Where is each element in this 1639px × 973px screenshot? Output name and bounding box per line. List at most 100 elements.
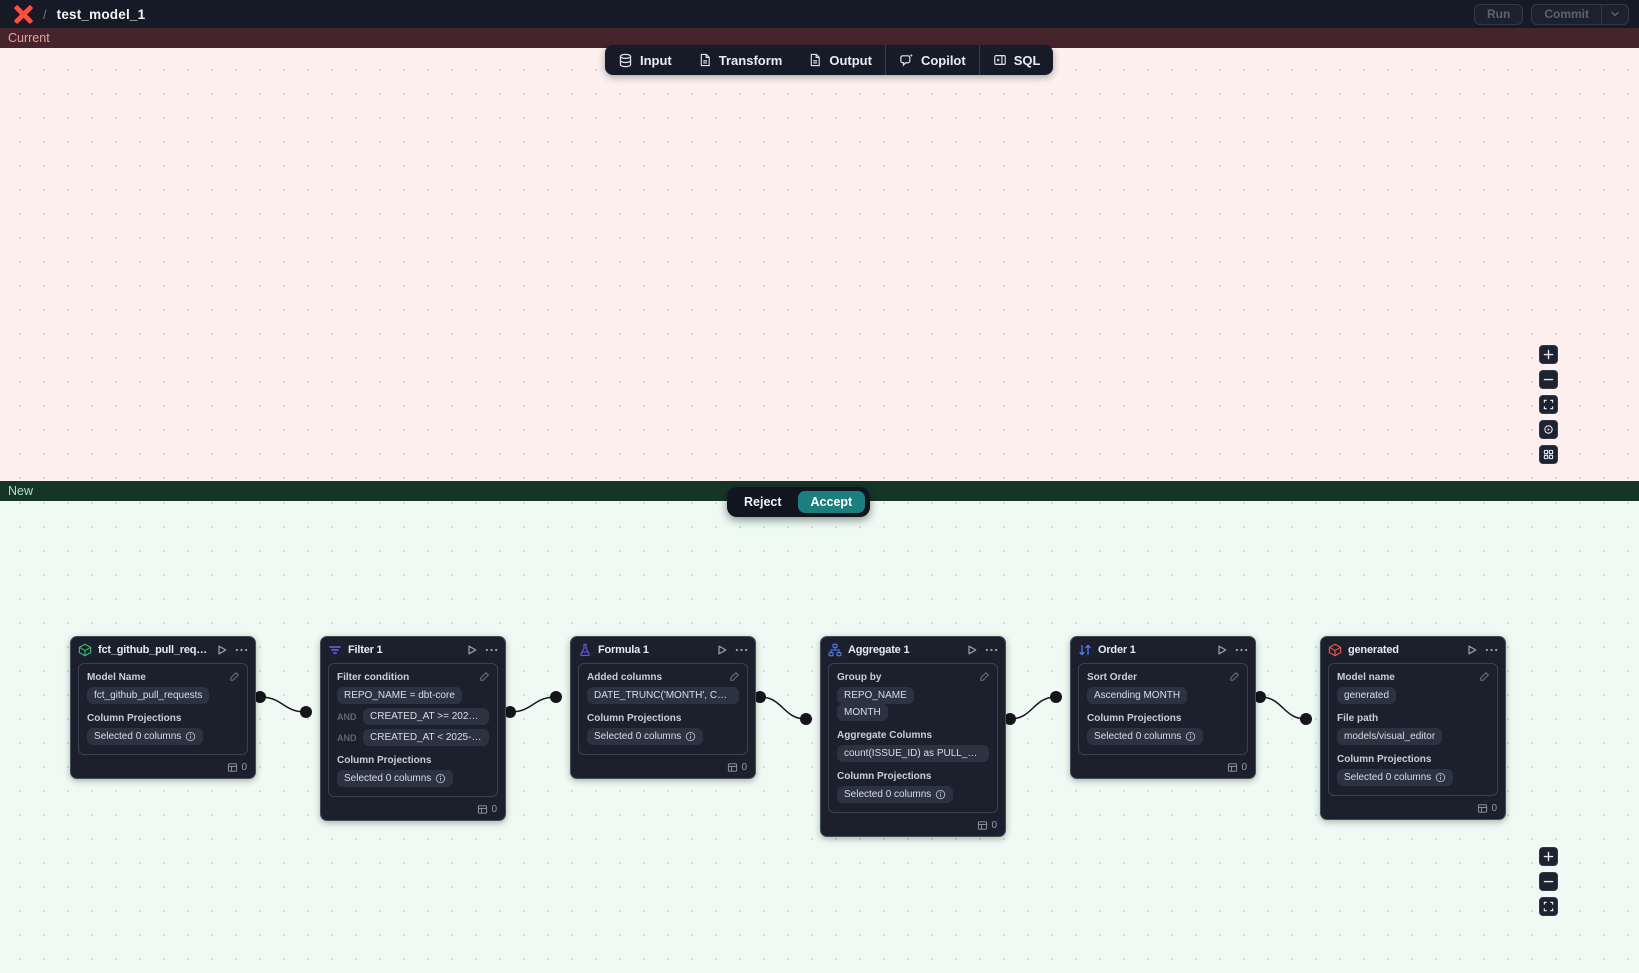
play-icon[interactable]: [466, 644, 478, 656]
ellipsis-icon[interactable]: [735, 648, 748, 652]
current-pane-label: Current: [8, 31, 50, 45]
ellipsis-icon[interactable]: [1235, 648, 1248, 652]
node-title: Formula 1: [598, 644, 649, 656]
table-icon: [477, 804, 488, 815]
play-icon[interactable]: [716, 644, 728, 656]
node-header: generated: [1321, 637, 1505, 662]
info-icon[interactable]: [1185, 731, 1196, 742]
column-projections-section: Column Projections Selected 0 columns: [1087, 713, 1239, 745]
pencil-icon[interactable]: [729, 671, 740, 682]
info-icon[interactable]: [1435, 772, 1446, 783]
section-label: Filter condition: [337, 672, 410, 683]
section-label: Column Projections: [837, 771, 932, 782]
zoom-in-icon[interactable]: [1539, 847, 1558, 866]
node-header: Formula 1: [571, 637, 755, 662]
section-label: Group by: [837, 672, 882, 683]
document-icon: [698, 53, 712, 67]
model-cube-icon: [1328, 643, 1342, 657]
node-fct-github-pull-requests[interactable]: fct_github_pull_requests Model Name fct_…: [70, 636, 256, 779]
section-label: Column Projections: [337, 755, 432, 766]
toolbar-item-sql[interactable]: SQL: [980, 45, 1054, 75]
fit-view-icon[interactable]: [1539, 395, 1558, 414]
value-chip[interactable]: Selected 0 columns: [1087, 728, 1204, 745]
sort-icon: [1078, 643, 1092, 657]
value-chip[interactable]: models/visual_editor: [1337, 728, 1443, 745]
value-chip[interactable]: Selected 0 columns: [837, 786, 954, 803]
value-chip[interactable]: Selected 0 columns: [87, 728, 204, 745]
info-icon[interactable]: [935, 789, 946, 800]
sql-panel-icon: [993, 53, 1007, 67]
info-icon[interactable]: [435, 773, 446, 784]
table-icon: [727, 762, 738, 773]
locate-icon[interactable]: [1539, 420, 1558, 439]
toolbar-item-input[interactable]: Input: [605, 45, 685, 75]
toolbar-item-output[interactable]: Output: [795, 45, 885, 75]
chevron-down-icon: [1610, 9, 1620, 19]
node-generated[interactable]: generated Model name generated File path…: [1320, 636, 1506, 820]
reject-button[interactable]: Reject: [732, 491, 794, 513]
node-title: generated: [1348, 644, 1399, 656]
pencil-icon[interactable]: [229, 671, 240, 682]
toolbar-item-label: Transform: [718, 52, 783, 68]
fit-view-icon[interactable]: [1539, 897, 1558, 916]
group-by-section: Group by REPO_NAME MONTH: [837, 672, 989, 721]
node-header: Filter 1: [321, 637, 505, 662]
condition-chip[interactable]: REPO_NAME = dbt-core: [337, 687, 462, 704]
node-order-1[interactable]: Order 1 Sort Order Ascending MONTH Colum…: [1070, 636, 1256, 779]
info-icon[interactable]: [685, 731, 696, 742]
accept-button[interactable]: Accept: [797, 491, 866, 513]
database-icon: [618, 53, 633, 68]
node-aggregate-1[interactable]: Aggregate 1 Group by REPO_NAME MONTH Agg…: [820, 636, 1006, 837]
pencil-icon[interactable]: [979, 671, 990, 682]
play-icon[interactable]: [216, 644, 228, 656]
zoom-out-icon[interactable]: [1539, 370, 1558, 389]
info-icon[interactable]: [185, 731, 196, 742]
table-icon: [1227, 762, 1238, 773]
ellipsis-icon[interactable]: [985, 648, 998, 652]
ellipsis-icon[interactable]: [1485, 648, 1498, 652]
play-icon[interactable]: [1216, 644, 1228, 656]
zoom-out-icon[interactable]: [1539, 872, 1558, 891]
formula-chip[interactable]: DATE_TRUNC('MONTH', CREATED_AT…: [587, 687, 739, 704]
value-chip[interactable]: generated: [1337, 687, 1397, 704]
dbt-logo-icon[interactable]: [14, 4, 33, 24]
aggregate-chip[interactable]: count(ISSUE_ID) as PULL_REQUEST_…: [837, 745, 989, 762]
pencil-icon[interactable]: [1479, 671, 1490, 682]
condition-chip[interactable]: CREATED_AT < 2025-03-01: [363, 729, 489, 746]
node-body: Added columns DATE_TRUNC('MONTH', CREATE…: [578, 663, 748, 755]
value-chip[interactable]: Selected 0 columns: [587, 728, 704, 745]
column-projections-section: Column Projections Selected 0 columns: [87, 713, 239, 745]
section-label: Aggregate Columns: [837, 730, 933, 741]
model-cube-icon: [78, 643, 92, 657]
app-header: / test_model_1 Run Commit: [0, 0, 1639, 28]
ellipsis-icon[interactable]: [485, 648, 498, 652]
sort-chip[interactable]: Ascending MONTH: [1087, 687, 1188, 704]
zoom-in-icon[interactable]: [1539, 345, 1558, 364]
toolbar-item-copilot[interactable]: Copilot: [886, 45, 979, 75]
and-condition-row: AND CREATED_AT < 2025-03-01: [337, 729, 489, 746]
value-chip[interactable]: fct_github_pull_requests: [87, 687, 210, 704]
group-by-chip[interactable]: MONTH: [837, 704, 888, 721]
column-projections-section: Column Projections Selected 0 columns: [337, 755, 489, 787]
pencil-icon[interactable]: [1229, 671, 1240, 682]
node-filter-1[interactable]: Filter 1 Filter condition REPO_NAME = db…: [320, 636, 506, 821]
condition-chip[interactable]: CREATED_AT >= 2024-12-01: [363, 708, 489, 725]
commit-button[interactable]: Commit: [1532, 5, 1601, 24]
commit-dropdown-button[interactable]: [1601, 4, 1628, 24]
current-canvas[interactable]: [0, 48, 1639, 481]
run-button[interactable]: Run: [1474, 3, 1524, 25]
flask-icon: [578, 643, 592, 657]
value-chip[interactable]: Selected 0 columns: [1337, 769, 1454, 786]
node-formula-1[interactable]: Formula 1 Added columns DATE_TRUNC('MONT…: [570, 636, 756, 779]
group-by-chip[interactable]: REPO_NAME: [837, 687, 914, 704]
tidy-layout-icon[interactable]: [1539, 445, 1558, 464]
column-projections-section: Column Projections Selected 0 columns: [837, 771, 989, 803]
ellipsis-icon[interactable]: [235, 648, 248, 652]
value-chip[interactable]: Selected 0 columns: [337, 770, 454, 787]
pencil-icon[interactable]: [479, 671, 490, 682]
toolbar-item-transform[interactable]: Transform: [685, 45, 796, 75]
play-icon[interactable]: [1466, 644, 1478, 656]
play-icon[interactable]: [966, 644, 978, 656]
node-footer: 0: [71, 761, 255, 778]
and-operator: AND: [337, 732, 357, 743]
